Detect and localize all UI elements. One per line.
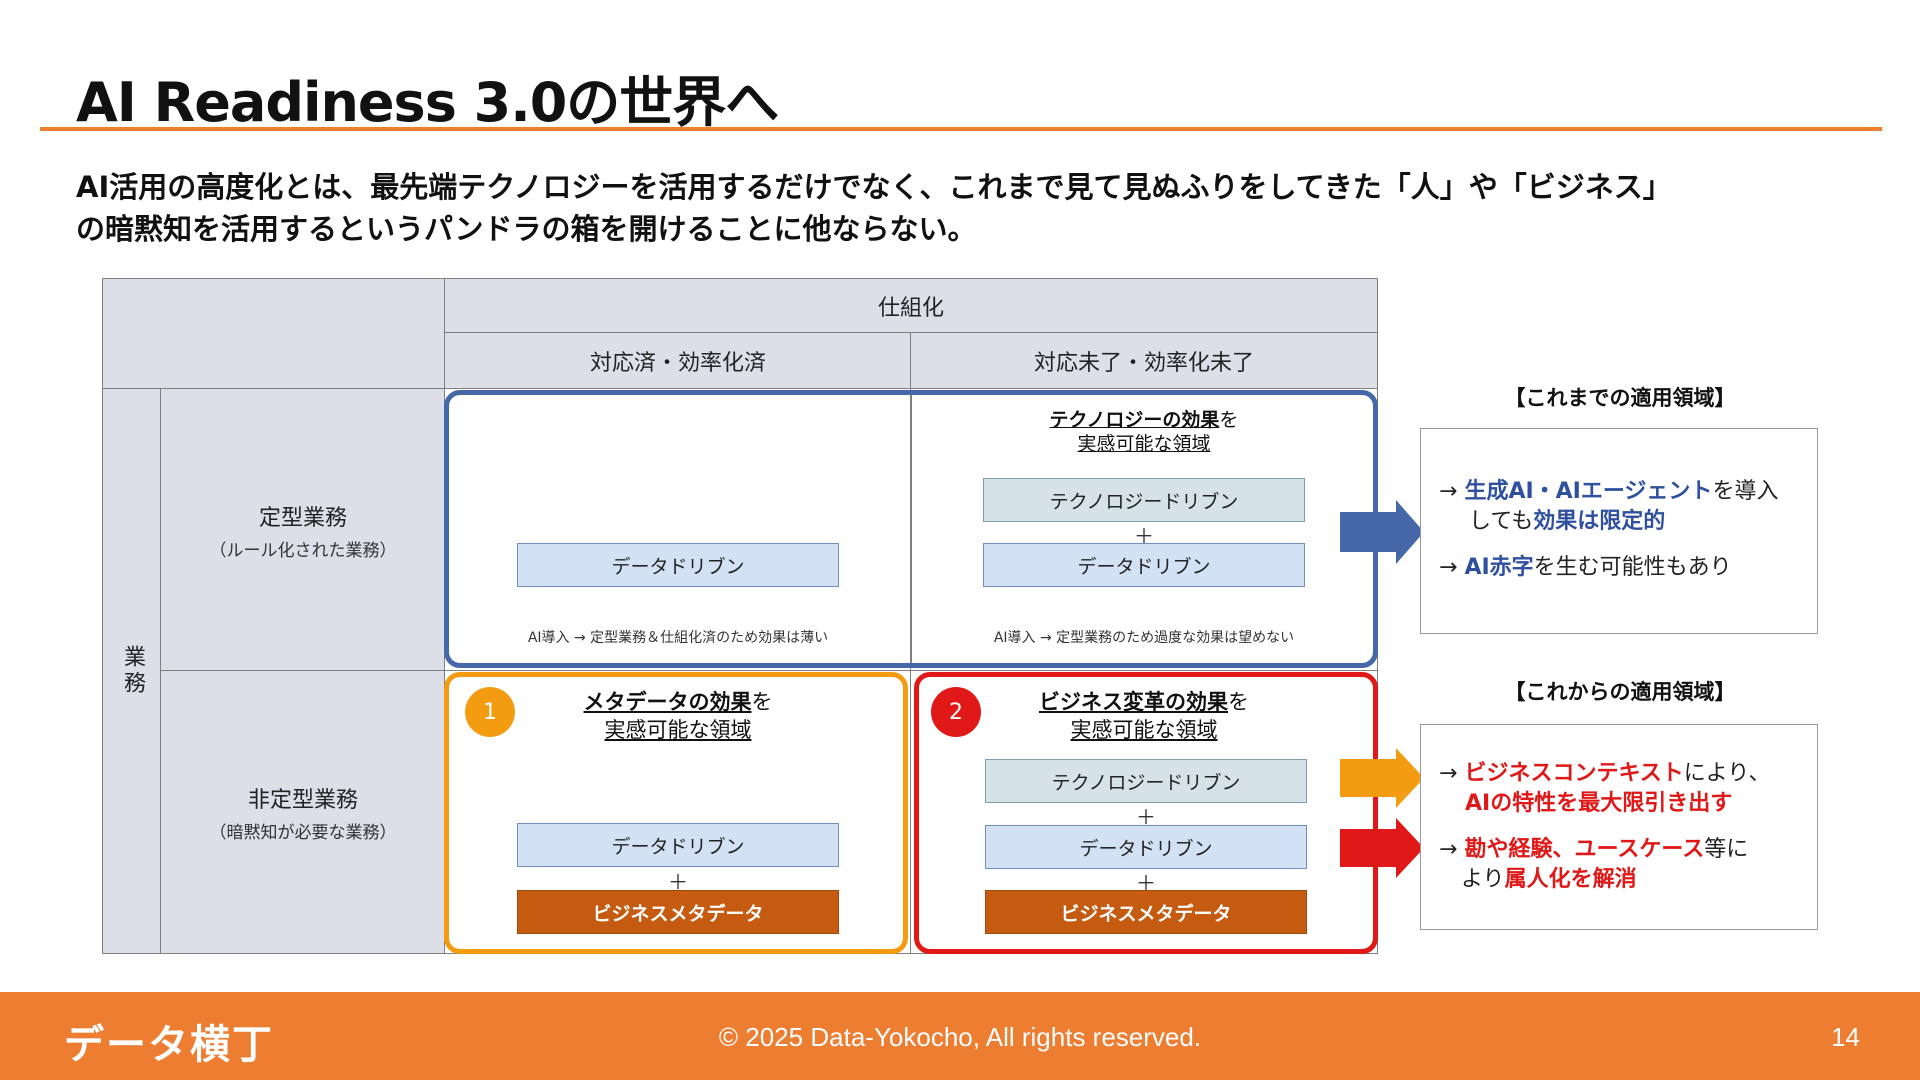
footer-bar [0,992,1920,1080]
plus-sign: ＋ [1134,524,1154,548]
plus-sign: ＋ [668,870,688,894]
title-divider [40,127,1882,131]
red-arrow-icon [1340,818,1424,878]
row2-main-label: 非定型業務 [247,787,358,813]
side-bullet: → AI赤字を生む可能性もあり [1439,553,1817,583]
bullet-highlight: ビジネスコンテキスト [1464,761,1684,786]
bullet-highlight: AI赤字 [1464,555,1534,580]
effect-label: テクノロジーの効果を 実感可能な領域 [910,408,1378,456]
effect-label-line2: 実感可能な領域 [1070,718,1218,742]
bullet-text: より [1461,867,1505,892]
data-driven-box: データドリブン [985,825,1307,869]
side-bullet-cont: より属人化を解消 [1439,865,1817,895]
plus-sign: ＋ [1136,871,1156,895]
side-bullet: → 生成AI・AIエージェントを導入 [1439,477,1817,507]
data-driven-box: データドリブン [517,823,839,867]
lead-line-1: AI活用の高度化とは、最先端テクノロジーを活用するだけでなく、これまで見て見ぬふ… [76,170,1672,204]
brand-logo: データ横丁 [64,1022,274,1068]
orange-arrow-icon [1340,748,1424,808]
effect-label-line2: 実感可能な領域 [604,718,752,742]
lead-text: AI活用の高度化とは、最先端テクノロジーを活用するだけでなく、これまで見て見ぬふ… [76,166,1856,250]
bullet-highlight: 生成AI・AIエージェント [1464,479,1713,504]
page-title: AI Readiness 3.0の世界へ [76,71,779,134]
col-group-header: 仕組化 [444,278,1378,334]
bullet-highlight: 属人化を解消 [1504,867,1637,892]
side-heading-future: 【これからの適用領域】 [1504,680,1736,704]
tech-driven-box: テクノロジードリブン [983,478,1305,522]
blue-arrow-icon [1340,500,1424,564]
arrow-icon: → [1439,761,1458,786]
side-bullet-cont: しても効果は限定的 [1439,507,1817,537]
lead-line-2: の暗黙知を活用するというパンドラの箱を開けることに他ならない。 [76,212,977,246]
side-box-future: → ビジネスコンテキストにより、 AIの特性を最大限引き出す → 勘や経験、ユー… [1420,724,1818,930]
bullet-text: を生む可能性もあり [1533,555,1732,580]
bullet-text: しても [1469,509,1534,534]
arrow-icon: → [1439,479,1458,504]
bullet-text: により、 [1683,761,1771,786]
side-box-current: → 生成AI・AIエージェントを導入 しても効果は限定的 → AI赤字を生む可能… [1420,428,1818,634]
page-number: 14 [1831,1022,1860,1052]
row2-sub-label: （暗黙知が必要な業務） [209,822,397,843]
side-bullet: → 勘や経験、ユースケース等に [1439,835,1817,865]
side-bullet: → ビジネスコンテキストにより、 [1439,759,1817,789]
bullet-text: を導入 [1712,479,1779,504]
col-header-pending: 対応未了・効率化未了 [910,332,1378,390]
quadrant-note: AI導入 → 定型業務のため過度な効果は望めない [993,630,1295,646]
business-metadata-box: ビジネスメタデータ [985,890,1307,934]
arrow-icon: → [1439,837,1458,862]
copyright-text: © 2025 Data-Yokocho, All rights reserved… [718,1022,1202,1052]
bullet-highlight: AIの特性を最大限引き出す [1465,791,1733,816]
bullet-highlight: 勘や経験、ユースケース [1464,837,1705,862]
effect-label-tail: を [1219,409,1239,431]
effect-label: ビジネス変革の効果を 実感可能な領域 [910,688,1378,744]
badge-one: 1 [465,687,515,737]
col-header-done: 対応済・効率化済 [444,332,912,390]
quadrant-note: AI導入 → 定型業務＆仕組化済のため効果は薄い [527,630,829,646]
effect-label-tail: を [751,690,773,714]
arrow-icon: → [1439,555,1458,580]
metadata-scope-frame [444,672,908,954]
business-scope-frame [914,672,1378,954]
effect-label-bold: ビジネス変革の効果 [1039,690,1228,714]
effect-label-tail: を [1228,690,1249,714]
bullet-text: 等に [1704,837,1749,862]
row-group-header: 業務 [102,388,162,954]
data-driven-box: データドリブン [517,543,839,587]
row-header-routine: 定型業務 （ルール化された業務） [160,388,446,672]
bullet-highlight: 効果は限定的 [1533,509,1666,534]
row-header-nonroutine: 非定型業務 （暗黙知が必要な業務） [160,670,446,954]
side-bullet-cont: AIの特性を最大限引き出す [1439,789,1817,819]
data-driven-box: データドリブン [983,543,1305,587]
row1-sub-label: （ルール化された業務） [209,540,397,561]
tech-driven-box: テクノロジードリブン [985,759,1307,803]
effect-label-line2: 実感可能な領域 [1077,433,1211,455]
row1-main-label: 定型業務 [258,505,347,531]
plus-sign: ＋ [1136,805,1156,829]
badge-two: 2 [931,687,981,737]
quadrant-cell-routine-done [444,388,912,672]
side-heading-current: 【これまでの適用領域】 [1504,386,1736,410]
frame-divider [910,395,912,663]
effect-label-bold: テクノロジーの効果 [1049,409,1220,431]
effect-label-bold: メタデータの効果 [583,690,752,714]
quadrant-cell-routine-pending [910,388,1378,672]
matrix-corner [102,278,446,390]
business-metadata-box: ビジネスメタデータ [517,890,839,934]
effect-label: メタデータの効果を 実感可能な領域 [444,688,912,744]
